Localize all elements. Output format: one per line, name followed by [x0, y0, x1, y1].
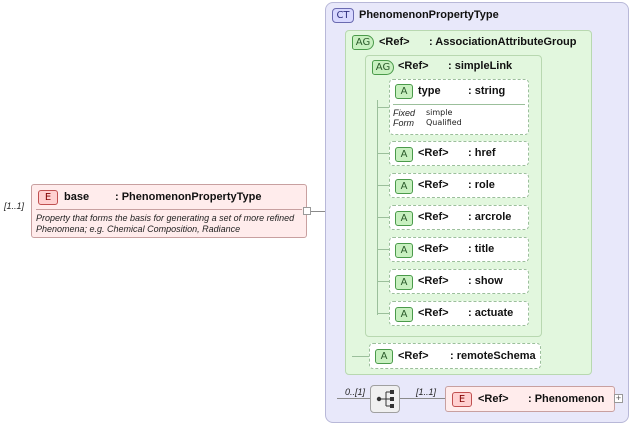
- fixed-value: simple: [426, 108, 453, 117]
- divider: [393, 104, 525, 105]
- attribute-row[interactable]: A <Ref> : title: [389, 237, 529, 262]
- attribute-ref: <Ref>: [418, 211, 449, 223]
- attribute-ref: <Ref>: [418, 179, 449, 191]
- base-occurrence: [1..1]: [4, 201, 25, 211]
- connector: [337, 398, 370, 399]
- fixed-label: Fixed: [393, 108, 416, 118]
- attribute-group-ref: <Ref>: [379, 36, 410, 48]
- base-element-type: : PhenomenonPropertyType: [115, 191, 262, 203]
- connector: [377, 313, 389, 314]
- simple-link-icon: AG: [372, 60, 394, 75]
- connector: [377, 153, 389, 154]
- attribute-type-name: type: [418, 85, 441, 97]
- form-value: Qualified: [426, 118, 462, 127]
- simple-link-spine: [377, 100, 378, 315]
- complex-type-icon: CT: [332, 8, 354, 23]
- attribute-ref: <Ref>: [418, 275, 449, 287]
- attribute-ref: <Ref>: [418, 147, 449, 159]
- attribute-icon: A: [395, 179, 413, 194]
- expand-toggle[interactable]: +: [614, 393, 623, 403]
- attribute-ref: <Ref>: [418, 307, 449, 319]
- attribute-type: : actuate: [468, 307, 514, 319]
- element-icon: E: [38, 190, 58, 205]
- attribute-icon: A: [395, 307, 413, 322]
- attribute-type: : role: [468, 179, 495, 191]
- simple-link-type: : simpleLink: [448, 60, 513, 72]
- collapse-toggle[interactable]: [303, 207, 311, 215]
- phenomenon-type: : Phenomenon: [528, 393, 605, 405]
- attribute-type: : show: [468, 275, 503, 287]
- sequence-compositor[interactable]: [370, 385, 400, 413]
- attribute-type: : arcrole: [468, 211, 512, 223]
- element-icon: E: [452, 392, 472, 407]
- attribute-type-type: : string: [468, 85, 506, 97]
- sequence-occurrence: 0..[1]: [345, 387, 366, 397]
- connector: [377, 249, 389, 250]
- base-doc-line-2: Phenomena; e.g. Chemical Composition, Ra…: [36, 224, 241, 234]
- divider: [36, 209, 302, 210]
- connector: [377, 281, 389, 282]
- attribute-remote-schema[interactable]: A <Ref> : remoteSchema: [369, 343, 541, 369]
- attribute-ref: <Ref>: [398, 350, 429, 362]
- sequence-icon: [376, 390, 394, 408]
- attribute-group-type: : AssociationAttributeGroup: [429, 36, 577, 48]
- attribute-ref: <Ref>: [418, 243, 449, 255]
- base-doc-line-1: Property that forms the basis for genera…: [36, 213, 295, 223]
- attribute-type: : title: [468, 243, 495, 255]
- attribute-row[interactable]: A <Ref> : actuate: [389, 301, 529, 326]
- form-label: Form: [393, 118, 414, 128]
- attribute-icon: A: [395, 211, 413, 226]
- attribute-type-box[interactable]: A type : string Fixed simple Form Qualif…: [389, 79, 529, 135]
- base-element-box[interactable]: E base : PhenomenonPropertyType Property…: [31, 184, 307, 238]
- attribute-group-icon: AG: [352, 35, 374, 50]
- simple-link-ref: <Ref>: [398, 60, 429, 72]
- attribute-row[interactable]: A <Ref> : show: [389, 269, 529, 294]
- connector: [377, 185, 389, 186]
- phenomenon-ref: <Ref>: [478, 393, 509, 405]
- connector: [400, 398, 445, 399]
- attribute-icon: A: [395, 243, 413, 258]
- attribute-type: : remoteSchema: [450, 350, 536, 362]
- attribute-row[interactable]: A <Ref> : arcrole: [389, 205, 529, 230]
- connector: [352, 356, 369, 357]
- attribute-icon: A: [375, 349, 393, 364]
- attribute-row[interactable]: A <Ref> : role: [389, 173, 529, 198]
- phenomenon-element-box[interactable]: E <Ref> : Phenomenon: [445, 386, 615, 412]
- attribute-row[interactable]: A <Ref> : href: [389, 141, 529, 166]
- phenomenon-occurrence: [1..1]: [416, 387, 437, 397]
- attribute-icon: A: [395, 84, 413, 99]
- attribute-icon: A: [395, 275, 413, 290]
- base-element-name: base: [64, 191, 90, 203]
- connector-base-to-type: [307, 211, 337, 212]
- complex-type-name: PhenomenonPropertyType: [359, 9, 499, 21]
- attribute-icon: A: [395, 147, 413, 162]
- attribute-type: : href: [468, 147, 496, 159]
- connector: [377, 217, 389, 218]
- connector: [377, 107, 389, 108]
